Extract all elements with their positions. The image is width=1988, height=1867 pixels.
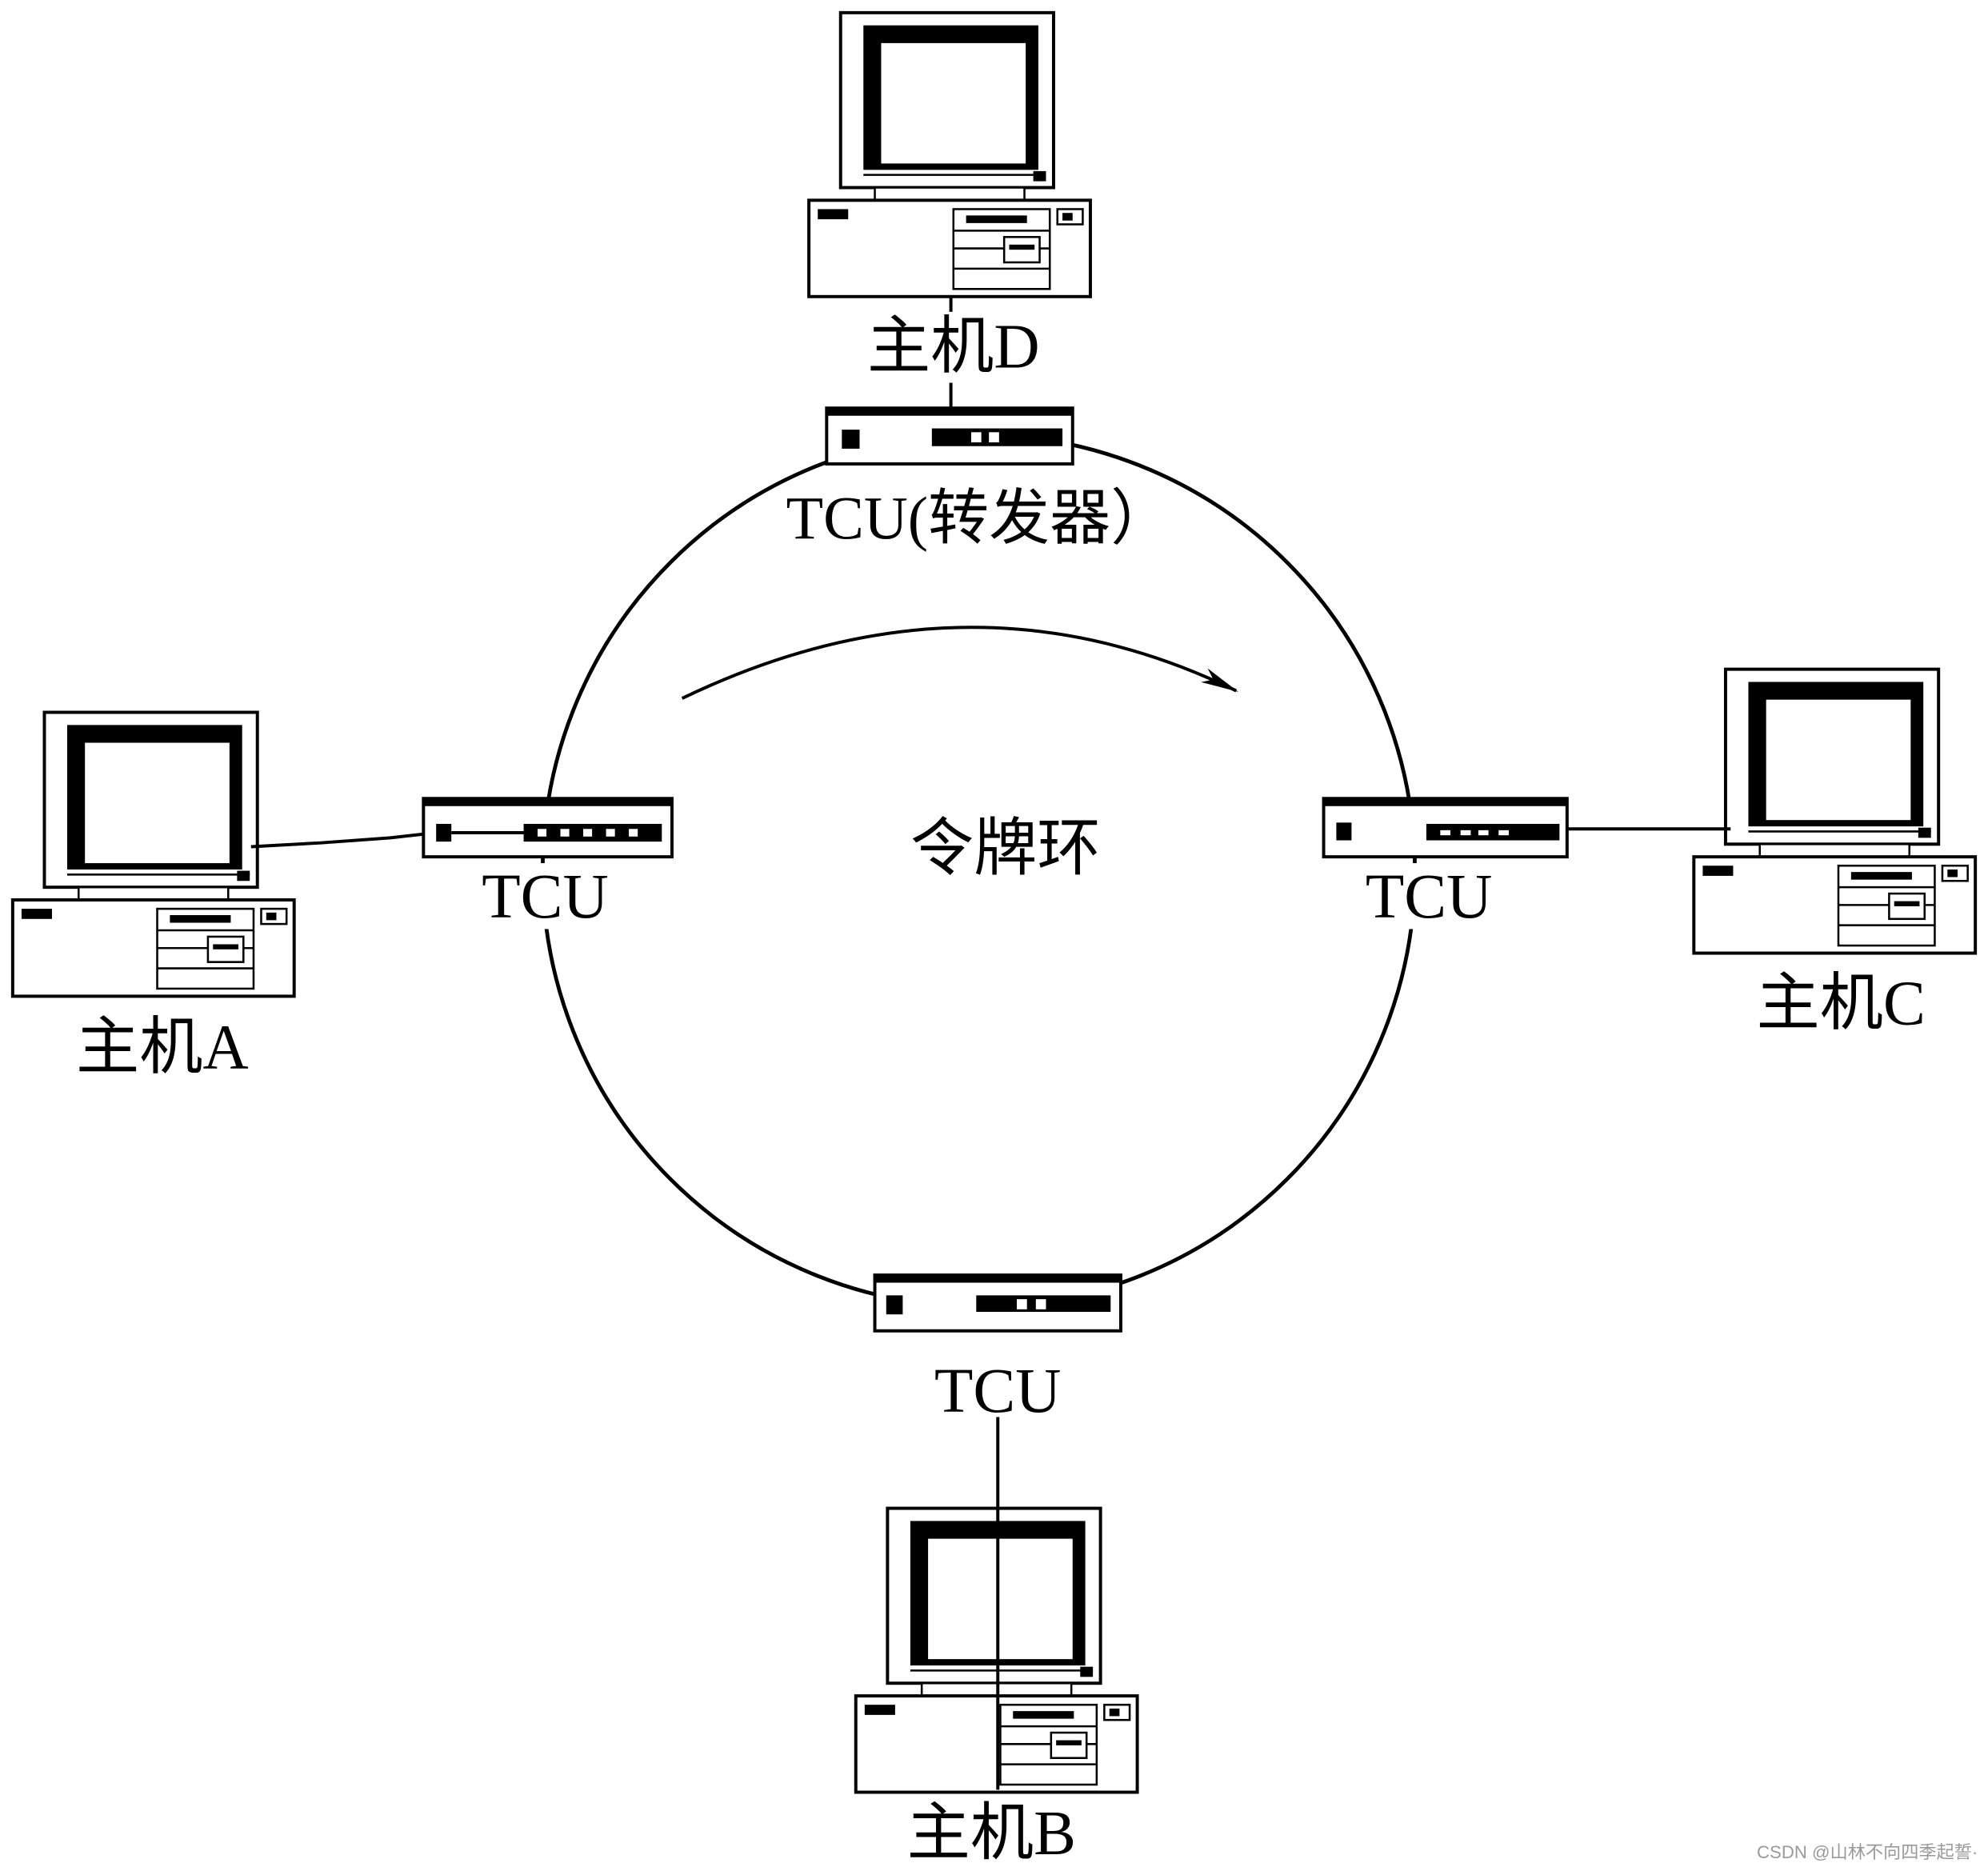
host-b-label: 主机B — [907, 1798, 1076, 1867]
tcu-left-icon — [422, 797, 674, 859]
tcu-light — [1498, 830, 1509, 836]
host-d-computer-icon — [807, 10, 1092, 298]
host-c-label: 主机C — [1757, 968, 1926, 1038]
tcu-light — [1440, 830, 1451, 836]
tcu-port — [436, 823, 452, 842]
tcu-light — [1460, 830, 1471, 836]
host-a-computer-icon — [10, 710, 296, 998]
tcu-light — [606, 829, 615, 837]
tcu-indicator-bar — [1426, 823, 1560, 841]
tcu-light — [970, 432, 982, 442]
host-d-label: 主机D — [867, 312, 1040, 382]
tcu-port — [1336, 822, 1352, 841]
tcu-light — [1017, 1299, 1027, 1309]
tcu-bottom-label: TCU — [934, 1356, 1061, 1426]
tcu-light — [537, 829, 547, 837]
tcu-port — [842, 430, 860, 449]
cable-host-a — [250, 831, 437, 849]
tcu-top-icon — [825, 406, 1074, 466]
label-bg-host-d — [866, 311, 1044, 383]
tcu-right-icon — [1322, 797, 1569, 859]
tcu-light — [583, 829, 593, 837]
tcu-light — [629, 829, 638, 837]
tcu-light — [989, 432, 999, 442]
tcu-port — [886, 1295, 903, 1315]
tcu-bottom-icon — [873, 1273, 1122, 1333]
tcu-left-label: TCU — [482, 862, 608, 932]
label-bg-tcu-left — [479, 863, 611, 930]
ring-label: 令牌环 — [910, 814, 1101, 884]
tcu-top-edge — [423, 798, 672, 806]
tcu-light — [1035, 1299, 1046, 1309]
tcu-top-label: TCU(转发器） — [786, 485, 1172, 552]
tcu-top-edge — [826, 408, 1073, 416]
tcu-top-edge — [1323, 798, 1567, 806]
tcu-light — [560, 829, 570, 837]
label-bg-tcu-right — [1360, 863, 1498, 930]
host-c-computer-icon — [1692, 667, 1978, 955]
watermark: CSDN @山林不向四季起誓· — [1757, 1842, 1978, 1862]
tcu-top-edge — [874, 1275, 1121, 1283]
tcu-light — [1478, 830, 1489, 836]
tcu-right-label: TCU — [1366, 862, 1492, 932]
tcu-indicator-bar — [523, 823, 662, 842]
host-a-label: 主机A — [76, 1013, 249, 1083]
ring-direction-arrow-icon — [681, 626, 1239, 700]
